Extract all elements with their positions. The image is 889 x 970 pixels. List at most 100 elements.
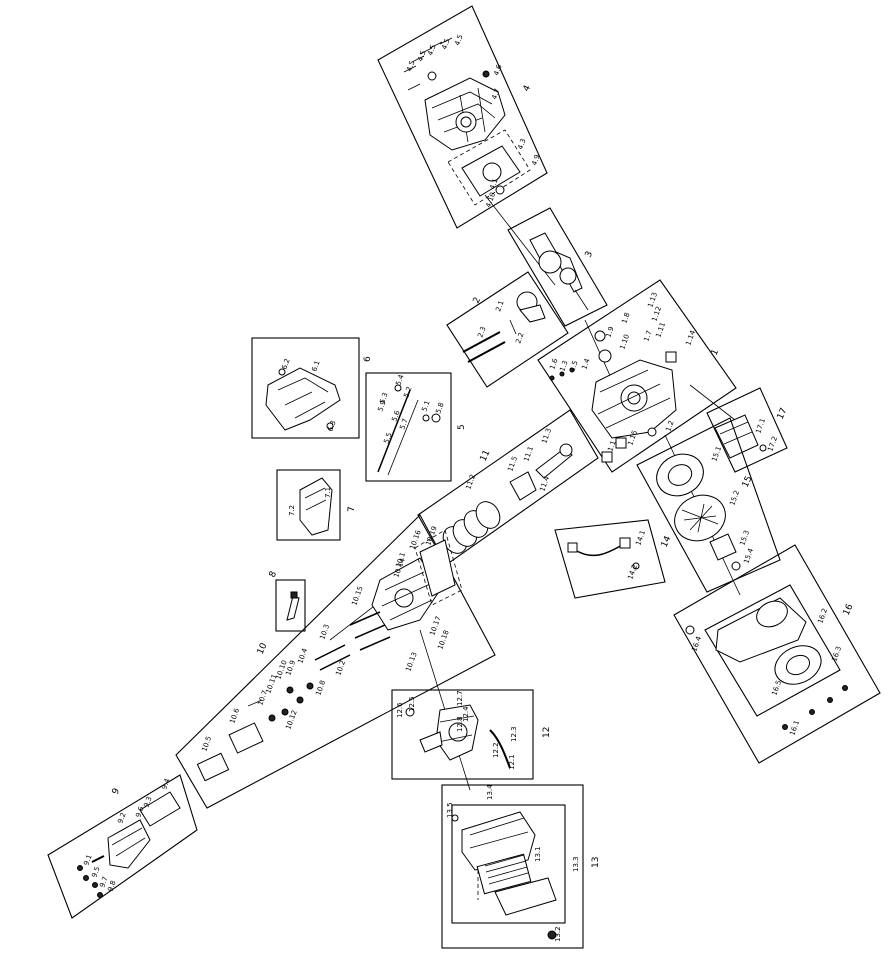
svg-text:5.9: 5.9 xyxy=(376,399,387,412)
svg-text:12.7: 12.7 xyxy=(456,690,464,706)
starter-cup-part xyxy=(709,533,737,561)
group-8-frame xyxy=(275,579,306,632)
svg-text:4.5: 4.5 xyxy=(416,49,427,62)
svg-text:12.4: 12.4 xyxy=(462,706,470,722)
svg-text:10.15: 10.15 xyxy=(350,585,364,607)
group-13-part-labels: 13.1 13.2 13.3 13.4 13.5 xyxy=(446,784,580,942)
svg-text:1.7: 1.7 xyxy=(642,329,653,342)
group-9: 9 9.1 9.2 9.3 9.4 9.5 9.6 9.7 9.8 xyxy=(47,774,198,919)
svg-text:7.2: 7.2 xyxy=(288,505,296,516)
svg-text:12.1: 12.1 xyxy=(508,754,516,770)
svg-text:16.2: 16.2 xyxy=(816,607,829,624)
svg-text:2.1: 2.1 xyxy=(494,299,505,312)
group-10-part-labels: 10.1 10.2 10.3 10.4 10.5 10.6 10.7 10.8 … xyxy=(200,525,450,753)
svg-text:6.3: 6.3 xyxy=(326,419,337,432)
svg-text:16.4: 16.4 xyxy=(690,635,703,653)
svg-text:1.4: 1.4 xyxy=(580,357,592,371)
group-8-spark-plug: 8 xyxy=(268,570,306,632)
piston-rings-part xyxy=(442,501,501,554)
group-3-frame xyxy=(507,207,608,327)
svg-text:4.1: 4.1 xyxy=(488,177,499,190)
group-7-frame xyxy=(276,469,341,541)
group-label-2: 2 xyxy=(472,296,483,305)
svg-text:1.5: 1.5 xyxy=(568,359,579,372)
svg-text:15.1: 15.1 xyxy=(710,445,723,462)
svg-text:2.3: 2.3 xyxy=(476,325,487,338)
group-label-13: 13 xyxy=(591,857,601,868)
cover-bolts xyxy=(314,611,391,671)
svg-text:11.1: 11.1 xyxy=(522,445,535,462)
svg-text:15.3: 15.3 xyxy=(738,529,751,546)
group-6-frame xyxy=(251,337,360,439)
svg-text:9.6: 9.6 xyxy=(134,805,146,819)
svg-text:10.8: 10.8 xyxy=(314,679,327,696)
group-4-frame xyxy=(377,5,548,229)
group-label-3: 3 xyxy=(584,250,595,259)
group-17-frame xyxy=(706,387,788,473)
svg-text:12.8: 12.8 xyxy=(456,716,464,732)
svg-text:9.1: 9.1 xyxy=(82,853,93,866)
svg-text:1.10: 1.10 xyxy=(618,333,631,350)
group-2-camshaft: 2 2.1 2.2 2.3 xyxy=(446,271,569,388)
svg-text:17.1: 17.1 xyxy=(754,417,767,434)
svg-text:2.2: 2.2 xyxy=(514,331,525,344)
spark-plug-part xyxy=(286,595,300,621)
svg-text:11.3: 11.3 xyxy=(540,427,553,444)
group-label-6: 6 xyxy=(363,356,373,362)
svg-text:12.5: 12.5 xyxy=(408,696,416,712)
svg-text:7.1: 7.1 xyxy=(324,487,332,498)
group-1-frame xyxy=(537,279,737,473)
piston-part xyxy=(509,471,537,501)
group-14-frame xyxy=(554,519,666,599)
group-13-frame xyxy=(441,784,584,949)
group-14-wiring: 14 14.1 14.2 xyxy=(554,519,674,599)
svg-text:5.7: 5.7 xyxy=(398,417,409,430)
group-11-piston: 11 11.2 11.1 11.3 11.4 11.5 xyxy=(417,409,599,566)
svg-text:10.17: 10.17 xyxy=(428,615,442,637)
group-13-air-filter: 13 13.1 13.2 13.3 13.4 13.5 xyxy=(441,784,601,949)
group-9-bracket-part xyxy=(107,819,151,869)
svg-text:4.9: 4.9 xyxy=(530,153,541,166)
svg-text:10.19: 10.19 xyxy=(424,525,438,547)
group-label-8: 8 xyxy=(268,570,280,580)
group-10-frame xyxy=(175,514,496,809)
svg-text:1.3: 1.3 xyxy=(558,359,569,372)
group-10-crankcase: 10 10.1 10.2 10.3 xyxy=(175,514,496,809)
svg-text:16.5: 16.5 xyxy=(770,679,783,696)
svg-text:5.1: 5.1 xyxy=(420,399,431,412)
svg-text:9.4: 9.4 xyxy=(160,777,172,791)
svg-text:9.8: 9.8 xyxy=(106,879,117,892)
cover-gasket-outline xyxy=(414,529,463,606)
svg-text:15.2: 15.2 xyxy=(728,489,741,506)
svg-text:4.5: 4.5 xyxy=(405,59,416,72)
svg-text:4.5: 4.5 xyxy=(426,43,437,56)
svg-text:13.5: 13.5 xyxy=(446,802,454,818)
air-filter-housing-part xyxy=(461,811,536,871)
group-label-12: 12 xyxy=(542,727,552,738)
svg-text:10.6: 10.6 xyxy=(228,707,241,725)
group-label-10: 10 xyxy=(256,641,270,656)
air-filter-cover-part xyxy=(494,877,557,916)
svg-text:9.7: 9.7 xyxy=(98,875,109,888)
group-label-14: 14 xyxy=(660,534,674,549)
svg-text:1.6: 1.6 xyxy=(548,357,560,371)
svg-text:4.10: 4.10 xyxy=(484,191,497,208)
svg-text:5.6: 5.6 xyxy=(390,409,402,423)
svg-text:1.1: 1.1 xyxy=(606,439,617,452)
svg-text:13.3: 13.3 xyxy=(572,856,580,872)
svg-text:4.5: 4.5 xyxy=(440,37,451,50)
svg-text:13.2: 13.2 xyxy=(554,926,562,942)
group-17-starter: 17 17.1 17.2 xyxy=(706,387,790,473)
group-16-frame xyxy=(673,544,881,764)
group-label-5: 5 xyxy=(457,424,467,430)
group-9-frame xyxy=(47,774,198,919)
group-12-carburetor: 12 12.1 12.2 12.3 12.4 12.5 12.6 12.7 12… xyxy=(391,689,552,780)
group-7: 7 7.1 7.2 xyxy=(276,469,357,541)
svg-text:13.4: 13.4 xyxy=(486,784,494,800)
svg-text:10.18: 10.18 xyxy=(436,629,450,651)
svg-text:12.6: 12.6 xyxy=(396,702,404,718)
svg-text:10.13: 10.13 xyxy=(404,651,418,673)
group-label-7: 7 xyxy=(347,506,357,512)
group-15-frame xyxy=(636,417,781,593)
